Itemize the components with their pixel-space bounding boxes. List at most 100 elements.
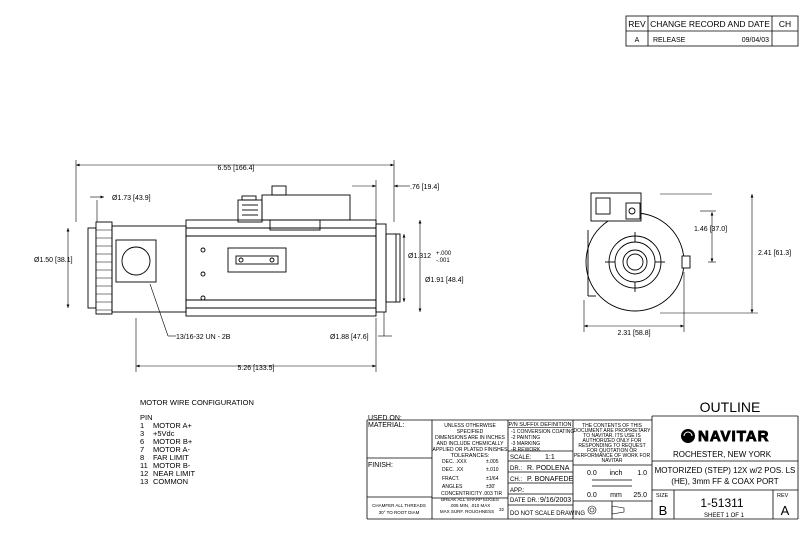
sharp-edges-note: BREAK ALL SHARP EDGES [441,497,499,502]
dim-front-dia: Ø1.91 [48.4] [425,277,464,284]
pin-label: NEAR LIMIT [153,469,196,478]
date-drawn-label: DATE DR.: [510,498,540,504]
pin-number: 12 [140,469,148,478]
pin-number: 11 [140,461,148,470]
svg-text:1.0: 1.0 [637,470,647,477]
concentricity-label: CONCENTRICITY [441,491,483,497]
approved-by-label: APP.: [510,488,525,494]
svg-text:RESPONDING TO REQUEST: RESPONDING TO REQUEST [578,443,645,449]
part-description-line-1: MOTORIZED (STEP) 12X w/2 POS. LS [655,466,796,475]
size-label: SIZE [656,493,669,499]
svg-text:NAVITAR: NAVITAR [602,458,623,464]
svg-text:NAVITAR: NAVITAR [698,428,769,445]
svg-text:25.0: 25.0 [633,492,647,499]
rev-row-date: 09/04/03 [742,37,769,44]
pin-label: MOTOR A+ [153,421,192,430]
material-label: MATERIAL: [368,422,404,429]
pin-label: COMMON [153,477,188,486]
pin-number: 3 [140,429,144,438]
dim-flange-offset: .76 [19.4] [410,184,439,191]
title-block-grid [366,415,799,520]
svg-text:FOR QUOTATION OR: FOR QUOTATION OR [587,448,637,454]
drawn-by-label: DR.: [510,466,522,472]
motor-wire-title: MOTOR WIRE CONFIGURATION [140,398,254,407]
end-view [585,192,691,312]
side-view-dimensions [66,160,422,372]
dim-end-width: 2.31 [58.8] [617,330,650,337]
drawing-type: OUTLINE [700,399,761,415]
checked-by: P. BONAFEDE [527,476,573,483]
pin-header: PIN [140,413,153,422]
pin-label: MOTOR B- [153,461,191,470]
svg-text:UNLESS OTHERWISE: UNLESS OTHERWISE [444,423,496,429]
no-scale-note: DO NOT SCALE DRAWING [510,511,585,517]
dim-barrel-dia: Ø1.88 [47.6] [330,334,369,341]
navitar-logo: NAVITAR [681,428,769,445]
svg-text:±.010: ±.010 [486,467,499,473]
svg-text:AND INCLUDE CHEMICALLY: AND INCLUDE CHEMICALLY [437,441,505,447]
svg-text:-3 MARKING: -3 MARKING [511,441,540,447]
scale-label: SCALE: [510,455,532,461]
pin-list: 1 MOTOR A+ 3 +5Vdc 6 MOTOR B+ 7 MOTOR A-… [140,421,196,486]
svg-text:TO NAVITAR. ITS USE IS: TO NAVITAR. ITS USE IS [583,433,641,439]
svg-text:inch: inch [610,470,623,477]
dim-body-length: 5.26 [133.5] [238,365,275,372]
dim-bore-tol-minus: -.001 [436,258,450,264]
ch-header: CH [779,19,791,29]
dim-bore-tol-plus: +.000 [436,251,452,257]
svg-text:DOCUMENT ARE PROPRIETARY: DOCUMENT ARE PROPRIETARY [574,428,652,434]
dim-overall-length: 6.55 [166.4] [218,165,255,172]
checked-by-label: CH.: [510,477,522,483]
part-description-line-2: (HE), 3mm FF & COAX PORT [671,477,779,486]
svg-text:mm: mm [610,492,622,499]
date-drawn: 9/16/2003 [540,497,571,504]
svg-text:±1/64: ±1/64 [486,476,499,482]
pin-label: FAR LIMIT [153,453,189,462]
revision-block [625,15,799,47]
general-note: UNLESS OTHERWISE SPECIFIED DIMENSIONS AR… [433,423,509,453]
pn-suffix-title: P/N SUFFIX DEFINITION [509,422,572,428]
dim-body-dia-left: Ø1.50 [38.1] [34,257,73,264]
rev-header: REV [628,19,646,29]
pin-number: 13 [140,477,148,486]
projection-symbol-icon [587,505,625,515]
roughness-value: 32 [499,507,505,512]
chamfer-note-2: 30° TO ROOT DIAM [379,510,420,515]
svg-text:THE CONTENTS OF THIS: THE CONTENTS OF THIS [582,423,643,429]
drawing-size: B [659,503,668,518]
pn-suffix-list: -1 CONVERSION COATING -2 PAINTING -3 MAR… [511,429,574,453]
scale-bar: 0.0 inch 1.0 0.0 mm 25.0 [587,470,647,499]
svg-text:±30': ±30' [486,484,495,490]
svg-text:-1 CONVERSION COATING: -1 CONVERSION COATING [511,429,574,435]
rev-label: REV [777,493,789,499]
pin-number: 7 [140,445,144,454]
dim-thread: 13/16-32 UN - 2B [176,334,231,341]
drawn-by: R. PODLENA [527,465,570,472]
pin-label: MOTOR A- [153,445,190,454]
svg-text:DEC. .XXX: DEC. .XXX [442,459,467,465]
chamfer-note-1: CHAMFER ALL THREADS [372,503,426,508]
sheet-number: SHEET 1 OF 1 [704,513,745,519]
dim-knurl-dia: Ø1.73 [43.9] [112,195,151,202]
svg-text:0.0: 0.0 [587,492,597,499]
svg-text:ANGLES: ANGLES [442,484,463,490]
tolerance-table: DEC. .XXX ±.005 DEC. .XX ±.010 FRACT. ±1… [442,459,499,490]
end-view-dimensions [583,193,758,332]
revision-letter: A [781,503,790,518]
pin-label: MOTOR B+ [153,437,193,446]
svg-text:DIMENSIONS ARE IN INCHES: DIMENSIONS ARE IN INCHES [435,435,505,441]
pin-number: 1 [140,421,144,430]
roughness-label: MAX SURF. ROUGHNESS [440,509,494,514]
svg-text:DEC. .XX: DEC. .XX [442,467,464,473]
tolerances-label: TOLERANCES: [451,453,490,459]
svg-text:-R REWORK: -R REWORK [511,447,541,453]
finish-label: FINISH: [368,462,393,469]
sharp-edges-tol: .005 MIN, .010 MAX [450,503,491,508]
svg-text:SPECIFIED: SPECIFIED [457,429,484,435]
scale-value: 1:1 [545,454,555,461]
dim-end-height: 1.46 [37.0] [694,226,727,233]
svg-text:0.0: 0.0 [587,470,597,477]
rev-row-change: RELEASE [653,37,686,44]
dim-end-total-height: 2.41 [61.3] [758,250,791,257]
